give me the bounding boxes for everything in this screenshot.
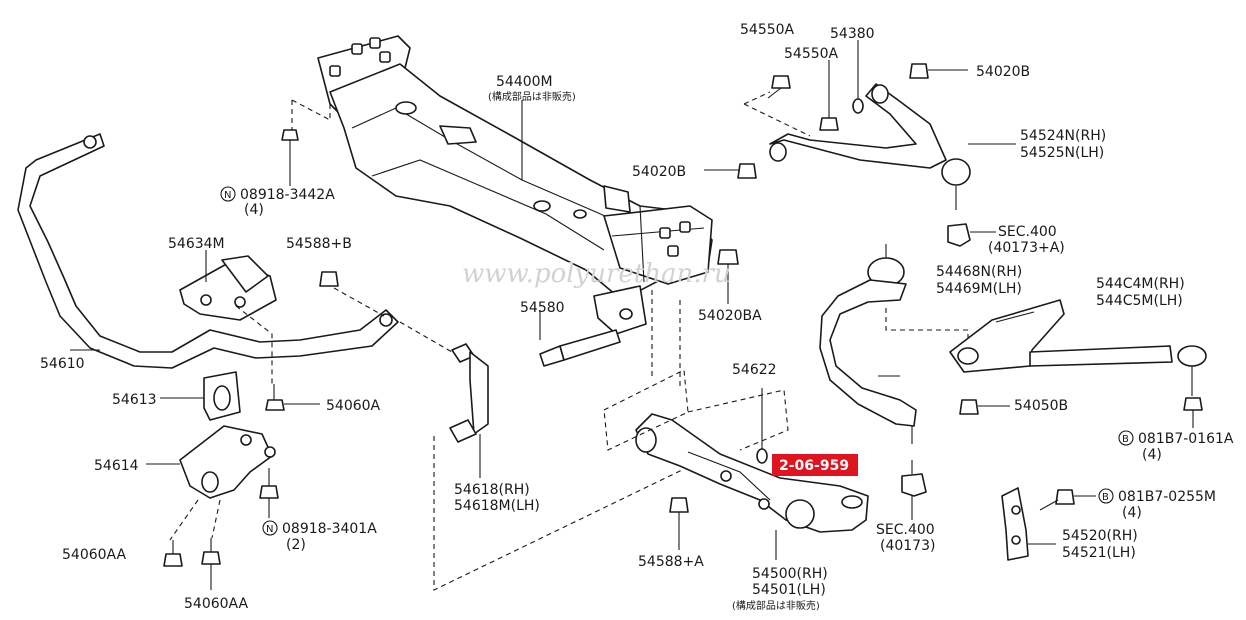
label-08918-3401A-qty: (2) (286, 537, 306, 553)
label-54618-rh: 54618(RH) (454, 482, 530, 498)
circle-b-letter: B (1122, 434, 1129, 445)
label-54020B-b: 54020B (632, 164, 686, 180)
label-54380: 54380 (830, 26, 875, 42)
label-54634M: 54634M (168, 236, 225, 252)
label-54588A: 54588+A (638, 554, 704, 570)
label-sec400-upper: SEC.400 (998, 224, 1057, 240)
label-08918-3401A: 08918-3401A (282, 521, 377, 537)
label-544C5M: 544C5M(LH) (1096, 293, 1183, 309)
label-081B7-0161A: 081B7-0161A (1138, 431, 1234, 447)
bolt-081B7-0255M (1039, 489, 1096, 511)
label-081B7-0255M: 081B7-0255M (1118, 489, 1216, 505)
label-54020B-a: 54020B (976, 64, 1030, 80)
front-subframe (317, 35, 713, 335)
label-54400M-note: (構成部品は非販売) (488, 90, 576, 103)
nut-54020BA (717, 249, 739, 304)
nut-54588B (319, 271, 339, 287)
washer-54622 (756, 388, 768, 464)
label-54622: 54622 (732, 362, 777, 378)
nut-54020B-b (704, 163, 757, 179)
bolt-54060AA-b (201, 538, 221, 590)
label-081B7-0255M-qty: (4) (1122, 505, 1142, 521)
nut-54588A (669, 497, 689, 550)
label-54614: 54614 (94, 458, 139, 474)
circle-b-icon (1118, 430, 1134, 446)
label-54550A-b: 54550A (784, 46, 839, 62)
label-54500-note: (構成部品は非販売) (732, 599, 820, 612)
label-54050B: 54050B (1014, 398, 1068, 414)
label-54500: 54500(RH) (752, 566, 828, 582)
bolt-54550A-b (819, 60, 839, 131)
nut-08918-3401A (259, 468, 279, 518)
circle-n-letter-2: N (266, 524, 273, 535)
watermark: www.polyurethan.ru (462, 259, 731, 289)
label-54468N: 54468N(RH) (936, 264, 1022, 280)
lateral-link-544C4M (949, 299, 1207, 396)
ball-joint-boot-lower (901, 460, 927, 520)
nut-54020B-a (909, 63, 968, 79)
label-54618m-lh: 54618M(LH) (454, 498, 540, 514)
part-number-badge (772, 454, 858, 476)
label-sec400-lower: SEC.400 (876, 522, 935, 538)
label-54580: 54580 (520, 300, 565, 316)
bushing-54613 (160, 371, 241, 421)
lower-arm-54500 (635, 413, 869, 533)
label-54524N: 54524N(RH) (1020, 128, 1106, 144)
ball-joint-boot-upper (947, 223, 996, 247)
label-54520: 54520(RH) (1062, 528, 1138, 544)
nut-08918-3442A (281, 129, 299, 186)
circle-n-icon-2 (262, 520, 278, 536)
label-54060AA-a: 54060AA (62, 547, 127, 563)
label-54501: 54501(LH) (752, 582, 826, 598)
bolt-54060AA-a (163, 540, 183, 567)
link-54468N (819, 244, 917, 444)
bolt-54550A-a (767, 75, 791, 99)
stabilizer-link (449, 343, 489, 478)
label-08918-3442A: 08918-3442A (240, 187, 335, 203)
bolt-081B7-0161A (1183, 397, 1203, 428)
washer-54380 (852, 40, 864, 114)
label-081B7-0161A-qty: (4) (1142, 447, 1162, 463)
part-number-badge-text: 2-06-959 (779, 458, 849, 474)
label-54060A: 54060A (326, 398, 381, 414)
upper-link-54524N (769, 83, 971, 210)
stabilizer-bar (17, 133, 399, 369)
label-sec400-lower-ref: (40173) (880, 538, 935, 554)
circle-n-letter: N (224, 190, 231, 201)
label-544C4M: 544C4M(RH) (1096, 276, 1185, 292)
bolt-54580 (539, 310, 621, 367)
circle-n-icon (220, 186, 236, 202)
label-54060AA-b: 54060AA (184, 596, 249, 612)
bolt-54060A (265, 384, 320, 411)
bracket-54634M (179, 250, 277, 321)
label-54613: 54613 (112, 392, 157, 408)
label-54588B: 54588+B (286, 236, 352, 252)
label-54550A-a: 54550A (740, 22, 795, 38)
label-54521: 54521(LH) (1062, 545, 1136, 561)
label-54525N: 54525N(LH) (1020, 145, 1104, 161)
label-08918-3442A-qty: (4) (244, 202, 264, 218)
label-54610: 54610 (40, 356, 85, 372)
bracket-54520 (1001, 487, 1056, 561)
clamp-54614 (146, 425, 276, 499)
label-sec400-upper-ref: (40173+A) (988, 240, 1065, 256)
label-54020BA: 54020BA (698, 308, 762, 324)
label-54469M: 54469M(LH) (936, 281, 1022, 297)
label-54400M: 54400M (496, 74, 553, 90)
nut-54050B (959, 399, 1010, 415)
circle-b-letter-2: B (1102, 492, 1109, 503)
circle-b-icon-2 (1098, 488, 1114, 504)
